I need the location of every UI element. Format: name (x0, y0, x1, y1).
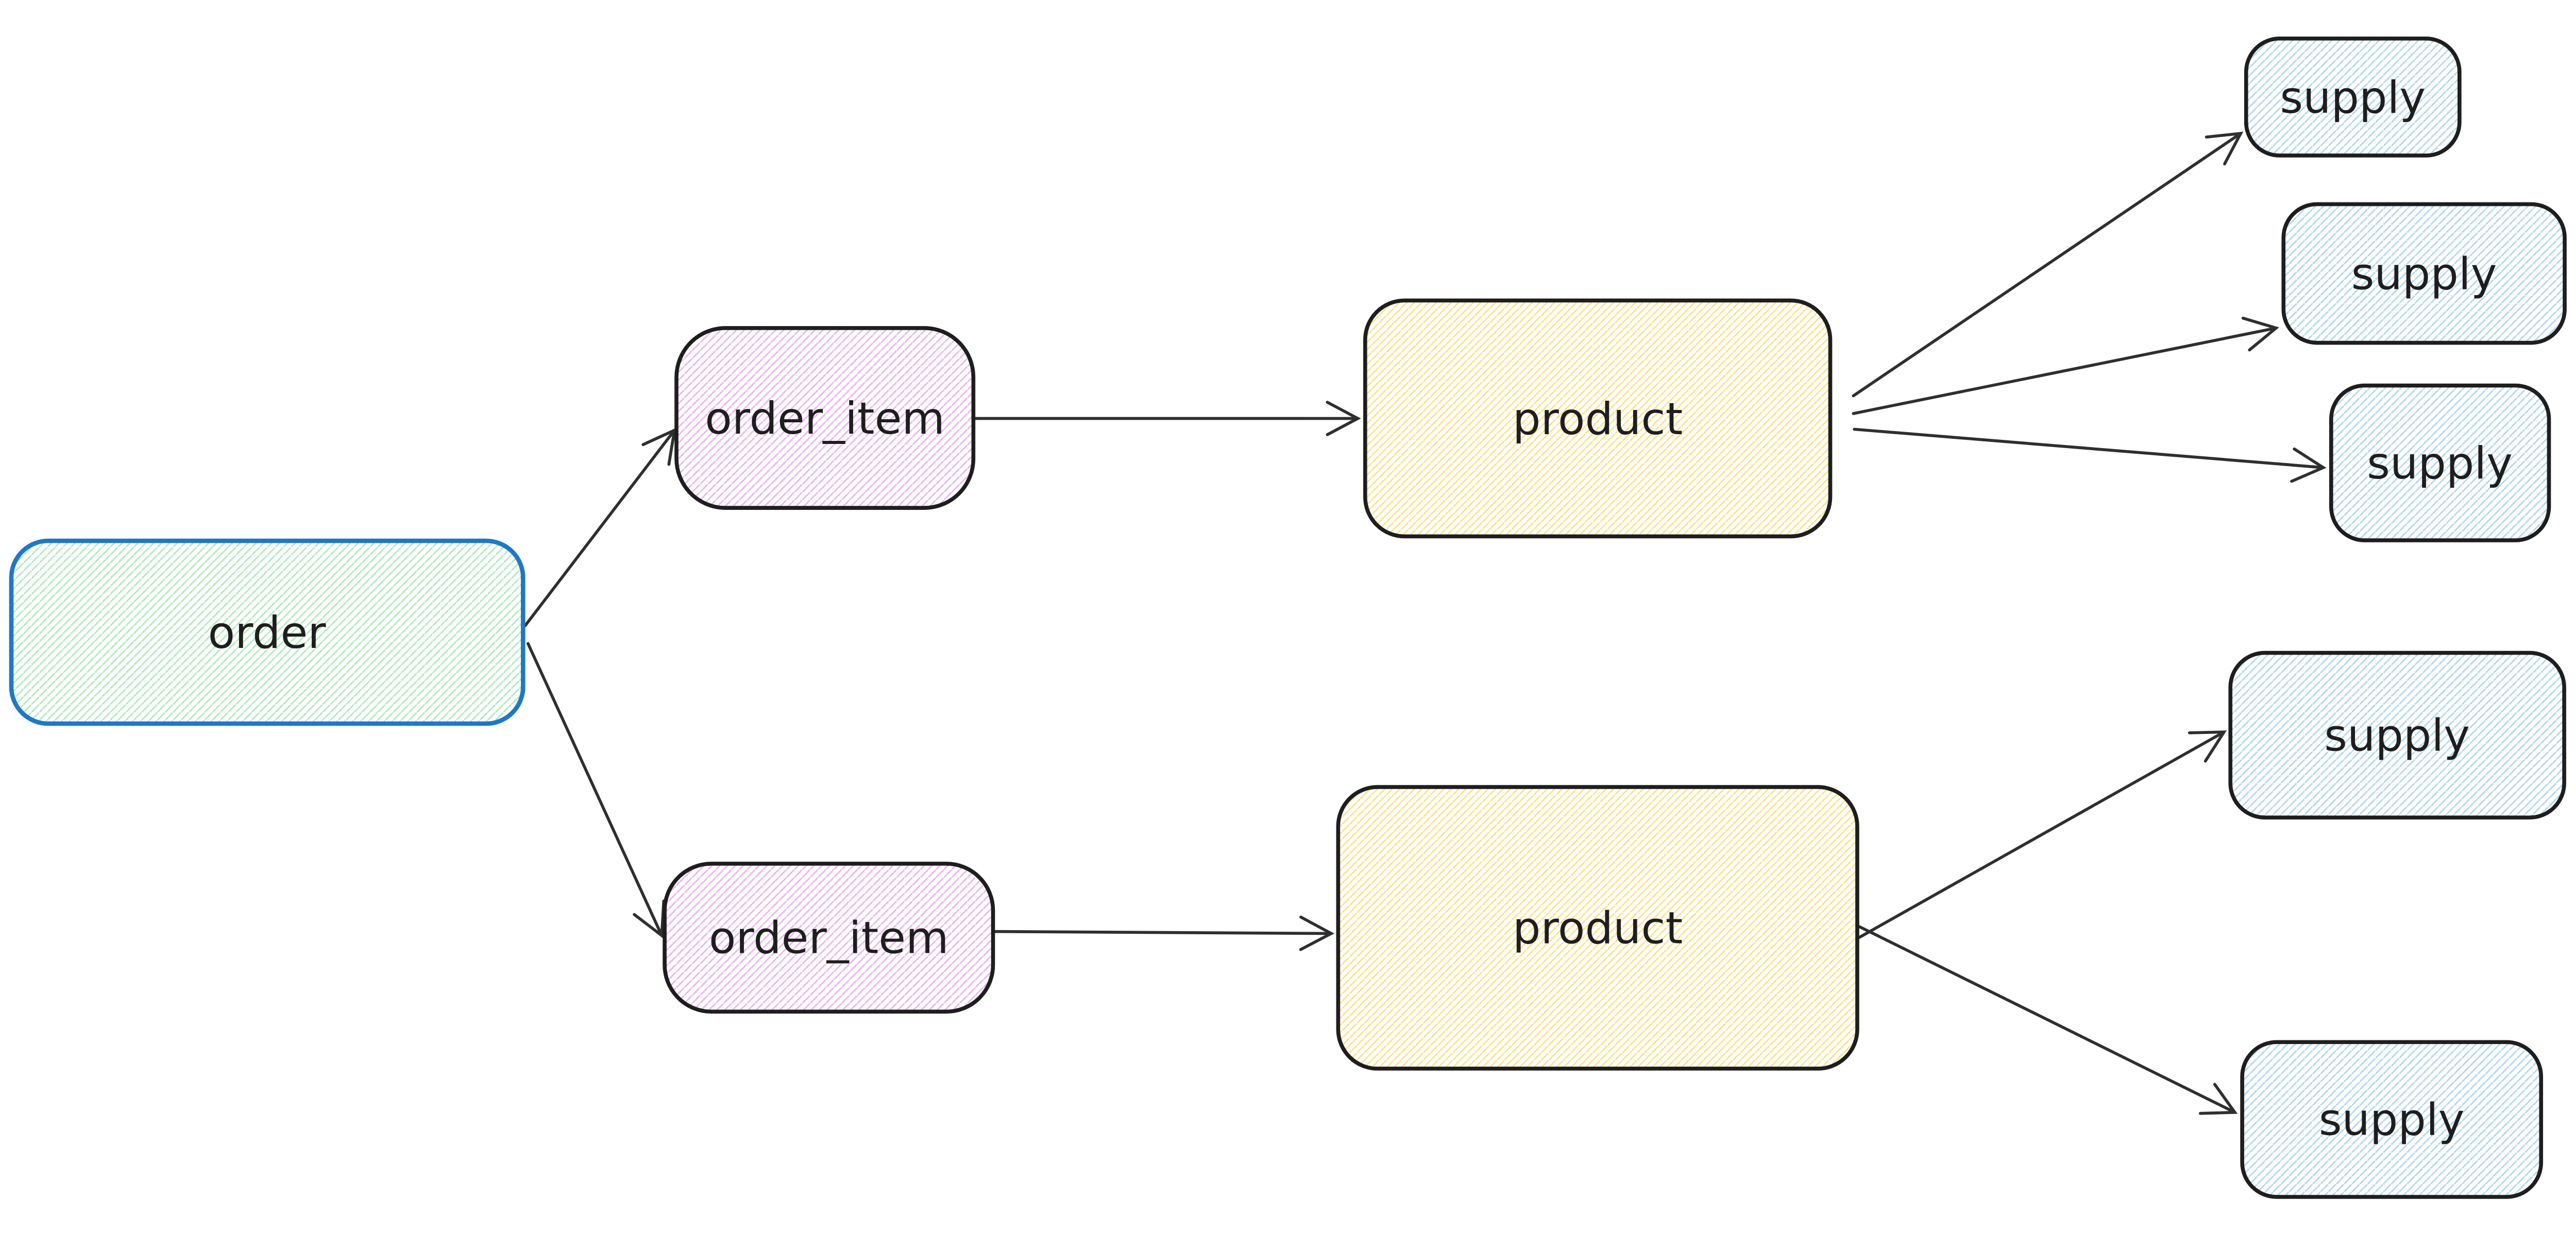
node-supply-4[interactable]: supply (2228, 650, 2566, 820)
node-order-item-2-label: order_item (709, 913, 949, 964)
node-order-shape[interactable] (9, 538, 526, 726)
node-order-item-2[interactable]: order_item (663, 862, 995, 1014)
node-supply-5-label: supply (2319, 1094, 2465, 1146)
node-product-1-shape[interactable] (1363, 298, 1833, 539)
node-order-item-2-shape[interactable] (663, 862, 995, 1014)
node-order-item-1-label: order_item (705, 393, 945, 444)
arrow-order-to-order-item-2[interactable] (526, 642, 666, 938)
node-supply-1[interactable]: supply (2244, 37, 2462, 158)
arrow-product-2-to-supply-5[interactable] (1857, 925, 2238, 1115)
arrow-product-2-to-supply-5-shaft[interactable] (1857, 925, 2238, 1115)
node-order-item-1-shape[interactable] (674, 326, 976, 510)
node-supply-2-shape[interactable] (2281, 202, 2567, 345)
arrow-product-1-to-supply-3[interactable] (1853, 427, 2327, 483)
node-supply-4-label: supply (2324, 710, 2470, 761)
node-supply-1-label: supply (2280, 72, 2426, 124)
arrow-order-item-2-to-product-2[interactable] (992, 915, 1335, 951)
node-order-label: order (208, 607, 327, 659)
node-order[interactable]: order (9, 538, 526, 726)
node-product-1-label: product (1513, 393, 1683, 445)
arrow-product-1-to-supply-2[interactable] (1852, 316, 2279, 415)
arrow-product-1-to-supply-1-shaft[interactable] (1852, 131, 2244, 398)
arrow-order-to-order-item-1[interactable] (523, 427, 676, 627)
node-product-2-label: product (1513, 903, 1683, 954)
node-supply-3-shape[interactable] (2329, 383, 2551, 542)
node-product-1[interactable]: product (1363, 298, 1833, 539)
arrow-product-1-to-supply-1[interactable] (1852, 131, 2244, 398)
node-supply-2-label: supply (2351, 249, 2497, 300)
node-supply-3-label: supply (2367, 438, 2513, 489)
arrow-order-item-2-to-product-2-shaft[interactable] (992, 915, 1335, 951)
arrow-product-1-to-supply-2-shaft[interactable] (1852, 316, 2279, 415)
node-product-2-shape[interactable] (1336, 785, 1859, 1071)
node-product-2[interactable]: product (1336, 785, 1859, 1071)
arrow-product-2-to-supply-4-shaft[interactable] (1857, 730, 2227, 939)
node-supply-3[interactable]: supply (2329, 383, 2551, 542)
node-supply-5-shape[interactable] (2240, 1040, 2544, 1199)
node-supply-1-shape[interactable] (2244, 37, 2462, 158)
arrow-order-to-order-item-2-shaft[interactable] (526, 642, 666, 938)
arrow-product-2-to-supply-4[interactable] (1857, 730, 2227, 939)
arrow-product-1-to-supply-3-shaft[interactable] (1853, 427, 2327, 483)
node-supply-2[interactable]: supply (2281, 202, 2567, 345)
node-supply-5[interactable]: supply (2240, 1040, 2544, 1199)
node-supply-4-shape[interactable] (2228, 650, 2566, 820)
arrow-order-to-order-item-1-shaft[interactable] (523, 427, 676, 627)
node-order-item-1[interactable]: order_item (674, 326, 976, 510)
